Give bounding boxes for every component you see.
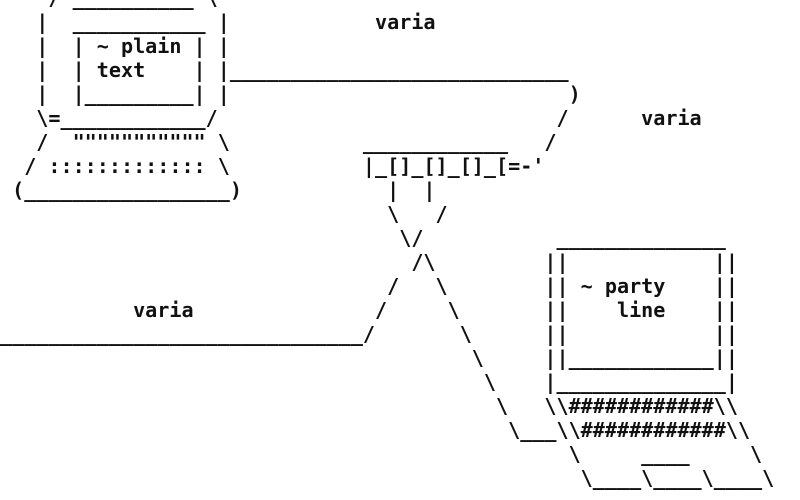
ascii-line: \___\\############\\ [0,418,751,442]
ascii-line: /\ || || [0,250,738,274]
ascii-line: \ ____ \ [0,442,763,466]
ascii-line: / ::::::::::::: \ |_[]_[]_[]_[=-' [0,154,545,178]
ascii-line: / \ || ~ party || [0,274,738,298]
ascii-line: \ ||____________|| [0,346,738,370]
ascii-line: \ |______________| [0,370,738,394]
ascii-line: / __________ \ [0,0,800,10]
ascii-line: \/ ______________ [0,226,726,250]
ascii-line: varia / \ || line || [0,298,738,322]
ascii-line: ______________________________/ \ || || [0,322,738,346]
ascii-line: \=____________/ / varia [0,106,702,130]
ascii-line: (_________________) | | [0,178,436,202]
ascii-line: | | text | |____________________________ [0,58,569,82]
ascii-line: \____\____\____\ [0,466,775,490]
ascii-line: | |_________| | ) [0,82,581,106]
ascii-line: | | ~ plain | | [0,34,230,58]
ascii-line: \ / [0,202,448,226]
ascii-line: \ \\############\\ [0,394,738,418]
ascii-line: | ___________ | varia [0,10,436,34]
ascii-line: / """"""""""" \ ____________ / [0,130,557,154]
